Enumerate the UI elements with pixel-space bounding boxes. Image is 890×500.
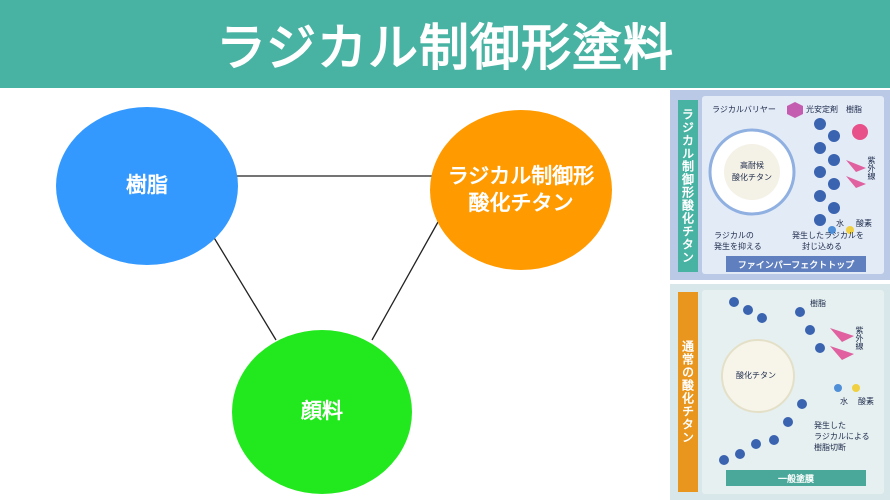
- tag-resin-bottom: 樹脂: [810, 299, 826, 308]
- tag-core-1: 高耐候: [740, 161, 764, 170]
- sun-icon: [852, 124, 868, 140]
- tag-water-top: 水: [836, 219, 844, 228]
- tag-core-bottom: 酸化チタン: [736, 371, 776, 380]
- tag-suppress-1: ラジカルの: [714, 231, 754, 240]
- node-resin-label: 樹脂: [126, 173, 168, 198]
- page-title: ラジカル制御形塗料: [216, 19, 674, 77]
- caption-top: ファインパーフェクトトップ: [726, 256, 866, 272]
- tag-seal-2: 封じ込める: [802, 242, 842, 251]
- node-radical-titanium: ラジカル制御形 酸化チタン: [430, 110, 612, 270]
- resin-chain: [814, 118, 840, 226]
- illustration-normal-titanium: 通常の酸化チタン 樹脂 酸化チタン 紫外線 水 酸素 発生した ラジカルによる …: [670, 284, 890, 500]
- header-bar: ラジカル制御形塗料: [0, 0, 890, 88]
- tag-suppress-2: 発生を抑える: [714, 242, 762, 251]
- tag-water-bottom: 水: [840, 397, 848, 406]
- tag-core-2: 酸化チタン: [732, 173, 772, 182]
- tag-oxygen-top: 酸素: [856, 219, 872, 228]
- tag-uv-bottom: 紫外線: [855, 326, 864, 350]
- titanium-core: [724, 144, 780, 200]
- tag-resin-top: 樹脂: [846, 105, 862, 114]
- water-drop-icon: [828, 226, 836, 234]
- uv-arrow-1: [846, 160, 866, 172]
- tag-stabilizer: 光安定剤: [806, 105, 838, 114]
- side-label-top: ラジカル制御形酸化チタン: [678, 100, 698, 272]
- tag-cut-2: ラジカルによる: [814, 432, 870, 441]
- node-resin: 樹脂: [56, 107, 238, 265]
- tag-oxygen-bottom: 酸素: [858, 397, 874, 406]
- line-resin-pigment: [212, 235, 277, 341]
- illustration-radical-titanium: ラジカル制御形酸化チタン ラジカルバリヤー 光安定剤 樹脂 高耐候 酸化チタン …: [670, 90, 890, 280]
- illustration-bottom-art: [719, 297, 860, 465]
- tag-cut-1: 発生した: [814, 421, 846, 430]
- tag-barrier: ラジカルバリヤー: [712, 105, 776, 114]
- stabilizer-hex: [787, 102, 803, 118]
- caption-bottom: 一般塗膜: [726, 470, 866, 486]
- uv-arrow-3: [830, 328, 854, 342]
- node-radical-label-1: ラジカル制御形: [447, 163, 595, 188]
- oxygen-icon-bottom: [852, 384, 860, 392]
- illustration-top-art: [708, 102, 868, 234]
- node-pigment: 顔料: [232, 330, 412, 494]
- tag-cut-3: 樹脂切断: [814, 443, 846, 452]
- water-drop-icon-bottom: [834, 384, 842, 392]
- node-radical-label-2: 酸化チタン: [468, 191, 574, 215]
- line-radical-pigment: [371, 221, 439, 341]
- uv-arrow-4: [830, 346, 854, 360]
- tag-seal-1: 発生したラジカルを: [792, 231, 864, 240]
- node-pigment-label: 顔料: [301, 399, 343, 424]
- side-label-bottom: 通常の酸化チタン: [678, 292, 698, 492]
- uv-arrow-2: [846, 176, 866, 188]
- resin-chain-bottom: [719, 297, 825, 465]
- titanium-core-bottom: [721, 339, 795, 413]
- oxygen-icon: [846, 226, 854, 234]
- tag-uv-top: 紫外線: [867, 156, 876, 180]
